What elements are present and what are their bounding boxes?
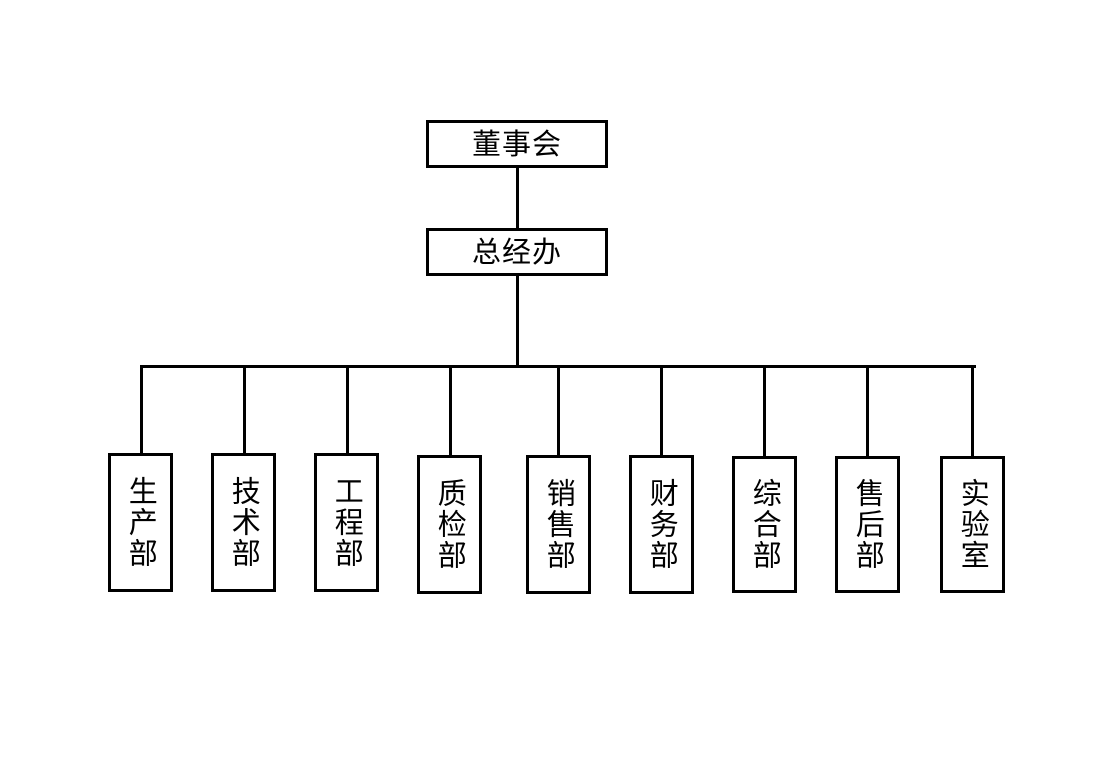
node-general-office-label: 总经办 [471,234,562,269]
node-department[interactable]: 生产部 [108,453,173,592]
node-department-label: 工程部 [330,476,365,569]
node-general-office[interactable]: 总经办 [426,228,608,276]
connector-drop [763,365,766,456]
node-department-label: 质检部 [433,478,468,571]
connector-drop [449,365,452,455]
node-department[interactable]: 技术部 [211,453,276,592]
node-department-label: 综合部 [748,478,783,571]
connector-drop [866,365,869,456]
node-department[interactable]: 工程部 [314,453,379,592]
node-department-label: 实验室 [956,478,991,571]
node-department-label: 售后部 [851,478,886,571]
node-board[interactable]: 董事会 [426,120,608,168]
node-department-label: 销售部 [542,478,577,571]
connector-board-to-general-office [516,168,519,228]
node-department[interactable]: 综合部 [732,456,797,593]
node-department-label: 财务部 [645,478,680,571]
node-department[interactable]: 售后部 [835,456,900,593]
connector-drop [346,365,349,453]
connector-drop [140,365,143,453]
connector-drop [557,365,560,455]
node-department[interactable]: 销售部 [526,455,591,594]
node-department[interactable]: 实验室 [940,456,1005,593]
connector-drop [243,365,246,453]
node-department-label: 生产部 [124,476,159,569]
node-department[interactable]: 质检部 [417,455,482,594]
connector-drop [660,365,663,455]
node-department[interactable]: 财务部 [629,455,694,594]
node-board-label: 董事会 [471,126,562,161]
connector-drop [971,365,974,456]
node-department-label: 技术部 [227,476,262,569]
connector-general-office-to-bus [516,276,519,365]
